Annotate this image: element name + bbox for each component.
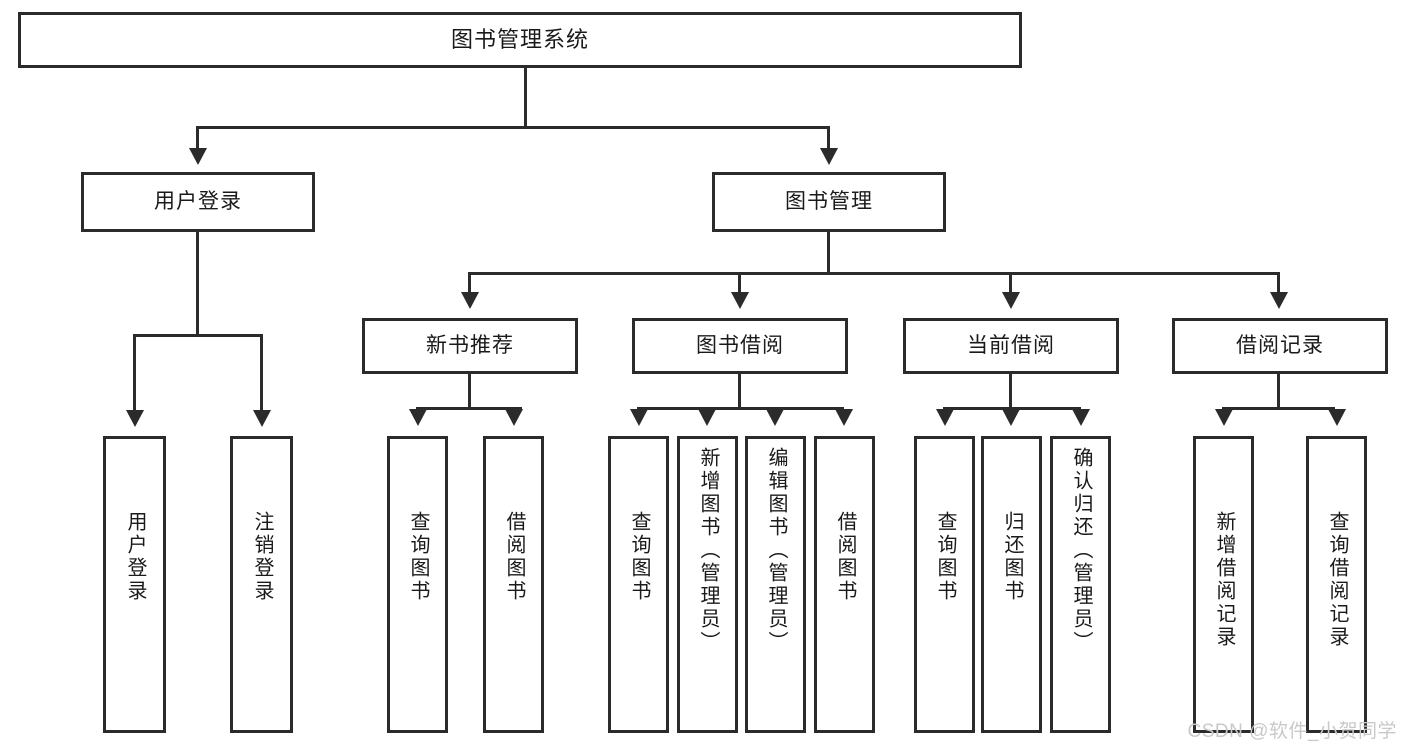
connector-book-borrow-stem [738, 374, 741, 410]
arrow-new-book-leaf2 [505, 409, 523, 426]
connector-root-stem [524, 68, 527, 128]
arrow-to-book-borrow [731, 292, 749, 309]
leaf-query-borrow-record[interactable]: 查询借阅记录 [1306, 436, 1367, 733]
connector-to-new-book [468, 272, 471, 294]
arrow-user-login-leaf1 [126, 410, 144, 427]
leaf-query-book-borrow[interactable]: 查询图书 [608, 436, 669, 733]
leaf-add-borrow-record[interactable]: 新增借阅记录 [1193, 436, 1254, 733]
leaf-query-book-recommend[interactable]: 查询图书 [387, 436, 448, 733]
node-label: 编辑图书（管理员） [765, 447, 787, 654]
node-label: 查询图书 [628, 511, 650, 603]
arrow-to-book-manage [820, 148, 838, 165]
connector-borrow-record-stem [1277, 374, 1280, 410]
node-borrow-record[interactable]: 借阅记录 [1172, 318, 1388, 374]
node-label: 图书管理系统 [450, 27, 589, 53]
connector-book-borrow-bar [637, 407, 844, 410]
node-label: 用户登录 [154, 189, 242, 213]
arrow-to-current-borrow [1002, 292, 1020, 309]
node-book-management[interactable]: 图书管理 [712, 172, 946, 232]
arrow-book-borrow-leaf2 [698, 409, 716, 426]
connector-to-book-borrow [738, 272, 741, 294]
arrow-borrow-record-leaf2 [1328, 409, 1346, 426]
leaf-logout[interactable]: 注销登录 [230, 436, 293, 733]
node-label: 查询图书 [407, 511, 429, 603]
arrow-current-borrow-leaf2 [1002, 409, 1020, 426]
leaf-borrow-book[interactable]: 借阅图书 [814, 436, 875, 733]
connector-to-book-manage [827, 126, 830, 150]
connector-current-borrow-bar [943, 407, 1081, 410]
node-book-borrow[interactable]: 图书借阅 [632, 318, 848, 374]
arrow-book-borrow-leaf3 [766, 409, 784, 426]
connector-current-borrow-stem [1009, 374, 1012, 410]
node-new-book-recommend[interactable]: 新书推荐 [362, 318, 578, 374]
leaf-user-login[interactable]: 用户登录 [103, 436, 166, 733]
node-label: 图书借阅 [696, 333, 784, 357]
node-label: 新增图书（管理员） [697, 447, 719, 654]
node-label: 注销登录 [251, 511, 273, 603]
node-label: 查询图书 [934, 511, 956, 603]
connector-to-current-borrow [1009, 272, 1012, 294]
connector-user-login-leaf2 [260, 334, 263, 412]
arrow-to-borrow-record [1270, 292, 1288, 309]
connector-user-login-bar [133, 334, 263, 337]
connector-new-book-bar [416, 407, 522, 410]
node-label: 当前借阅 [967, 333, 1055, 357]
node-root-system[interactable]: 图书管理系统 [18, 12, 1022, 68]
connector-to-user-login [196, 126, 199, 150]
leaf-add-book-admin[interactable]: 新增图书（管理员） [677, 436, 738, 733]
node-current-borrow[interactable]: 当前借阅 [903, 318, 1119, 374]
node-user-login[interactable]: 用户登录 [81, 172, 315, 232]
connector-user-login-stem [196, 232, 199, 336]
arrow-book-borrow-leaf1 [630, 409, 648, 426]
node-label: 借阅图书 [834, 511, 856, 603]
arrow-user-login-leaf2 [253, 410, 271, 427]
node-label: 归还图书 [1001, 511, 1023, 603]
arrow-current-borrow-leaf3 [1072, 409, 1090, 426]
leaf-return-book[interactable]: 归还图书 [981, 436, 1042, 733]
arrow-borrow-record-leaf1 [1215, 409, 1233, 426]
arrow-book-borrow-leaf4 [835, 409, 853, 426]
node-label: 查询借阅记录 [1326, 511, 1348, 649]
node-label: 借阅记录 [1236, 333, 1324, 357]
node-label: 新增借阅记录 [1213, 511, 1235, 649]
connector-root-bar [196, 126, 830, 129]
csdn-watermark: CSDN @软件_小贺同学 [1187, 721, 1397, 742]
leaf-query-book-current[interactable]: 查询图书 [914, 436, 975, 733]
arrow-new-book-leaf1 [409, 409, 427, 426]
arrow-to-new-book [461, 292, 479, 309]
node-label: 用户登录 [124, 511, 146, 603]
leaf-edit-book-admin[interactable]: 编辑图书（管理员） [745, 436, 806, 733]
leaf-confirm-return-admin[interactable]: 确认归还（管理员） [1050, 436, 1111, 733]
node-label: 确认归还（管理员） [1070, 447, 1092, 654]
arrow-current-borrow-leaf1 [936, 409, 954, 426]
arrow-to-user-login [189, 148, 207, 165]
node-label: 借阅图书 [503, 511, 525, 603]
connector-borrow-record-bar [1222, 407, 1335, 410]
leaf-borrow-book-recommend[interactable]: 借阅图书 [483, 436, 544, 733]
node-label: 图书管理 [785, 189, 873, 213]
node-label: 新书推荐 [426, 333, 514, 357]
connector-book-manage-stem [827, 232, 830, 274]
connector-new-book-stem [468, 374, 471, 410]
connector-to-borrow-record [1277, 272, 1280, 294]
connector-user-login-leaf1 [133, 334, 136, 412]
connector-book-manage-bar [468, 272, 1280, 275]
